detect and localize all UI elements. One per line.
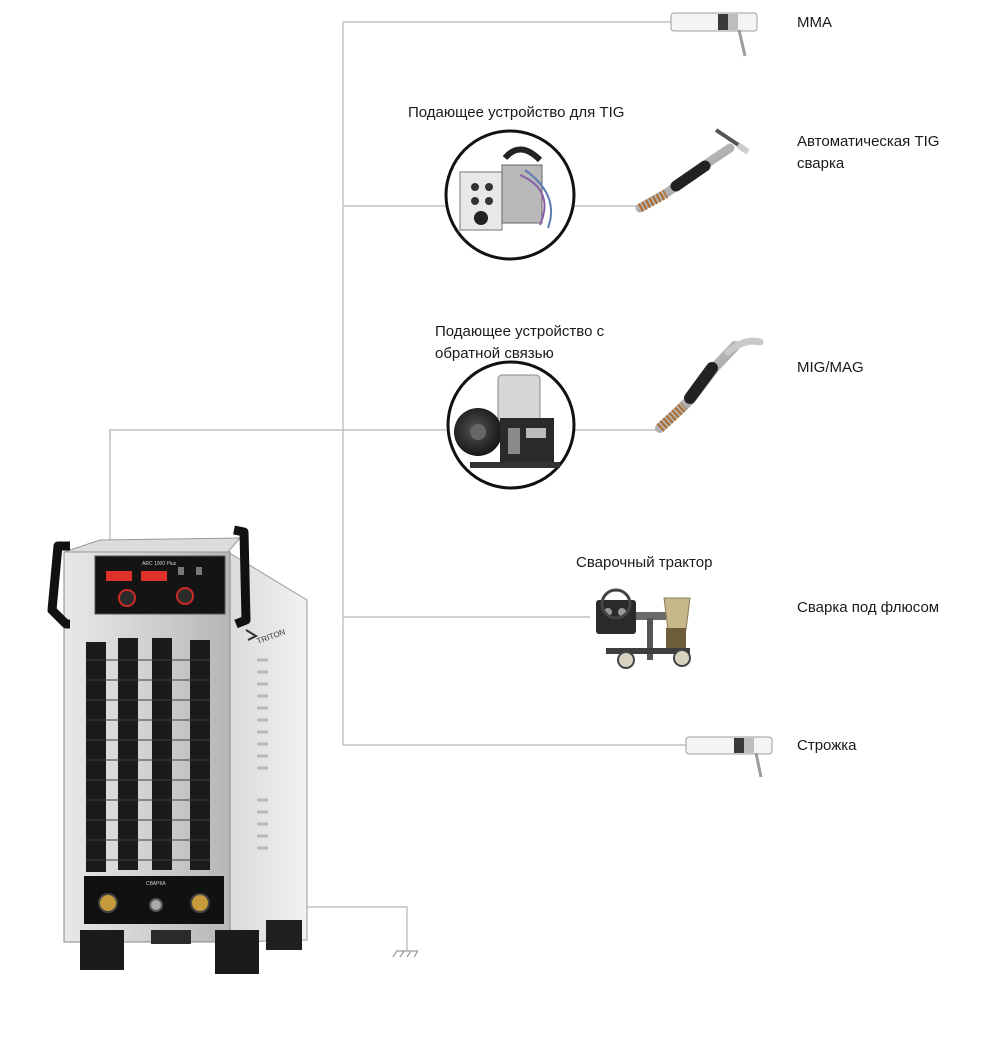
tig-torch-icon: [635, 128, 750, 213]
label-gouging: Строжка: [797, 737, 857, 754]
line-mig-main: [109, 429, 446, 440]
label-auto-tig: Автоматическая TIG сварка: [797, 133, 940, 172]
label-saw: Сварка под флюсом: [797, 599, 940, 616]
machine-model-label: ARC 1000 Plus: [142, 561, 177, 567]
welding-tractor-icon: [596, 588, 691, 669]
label-mig-mag: MIG/MAG: [797, 359, 864, 376]
feedback-feeder-icon: [446, 360, 576, 490]
ground-icon: [392, 950, 419, 958]
label-tractor: Сварочный трактор: [576, 554, 713, 571]
mma-electrode-holder-icon: [670, 12, 758, 57]
machine-panel-text: СВАРКА: [146, 881, 166, 887]
mig-torch-icon: [655, 337, 764, 433]
label-feedback-feeder: Подающее устройство с обратной связью: [435, 323, 605, 362]
welding-machine: [47, 525, 308, 974]
gouging-torch-icon: [685, 736, 773, 778]
label-mma: MMA: [797, 14, 832, 31]
label-tig-feeder: Подающее устройство для TIG: [408, 104, 625, 121]
tig-feeder-icon: [444, 129, 576, 261]
